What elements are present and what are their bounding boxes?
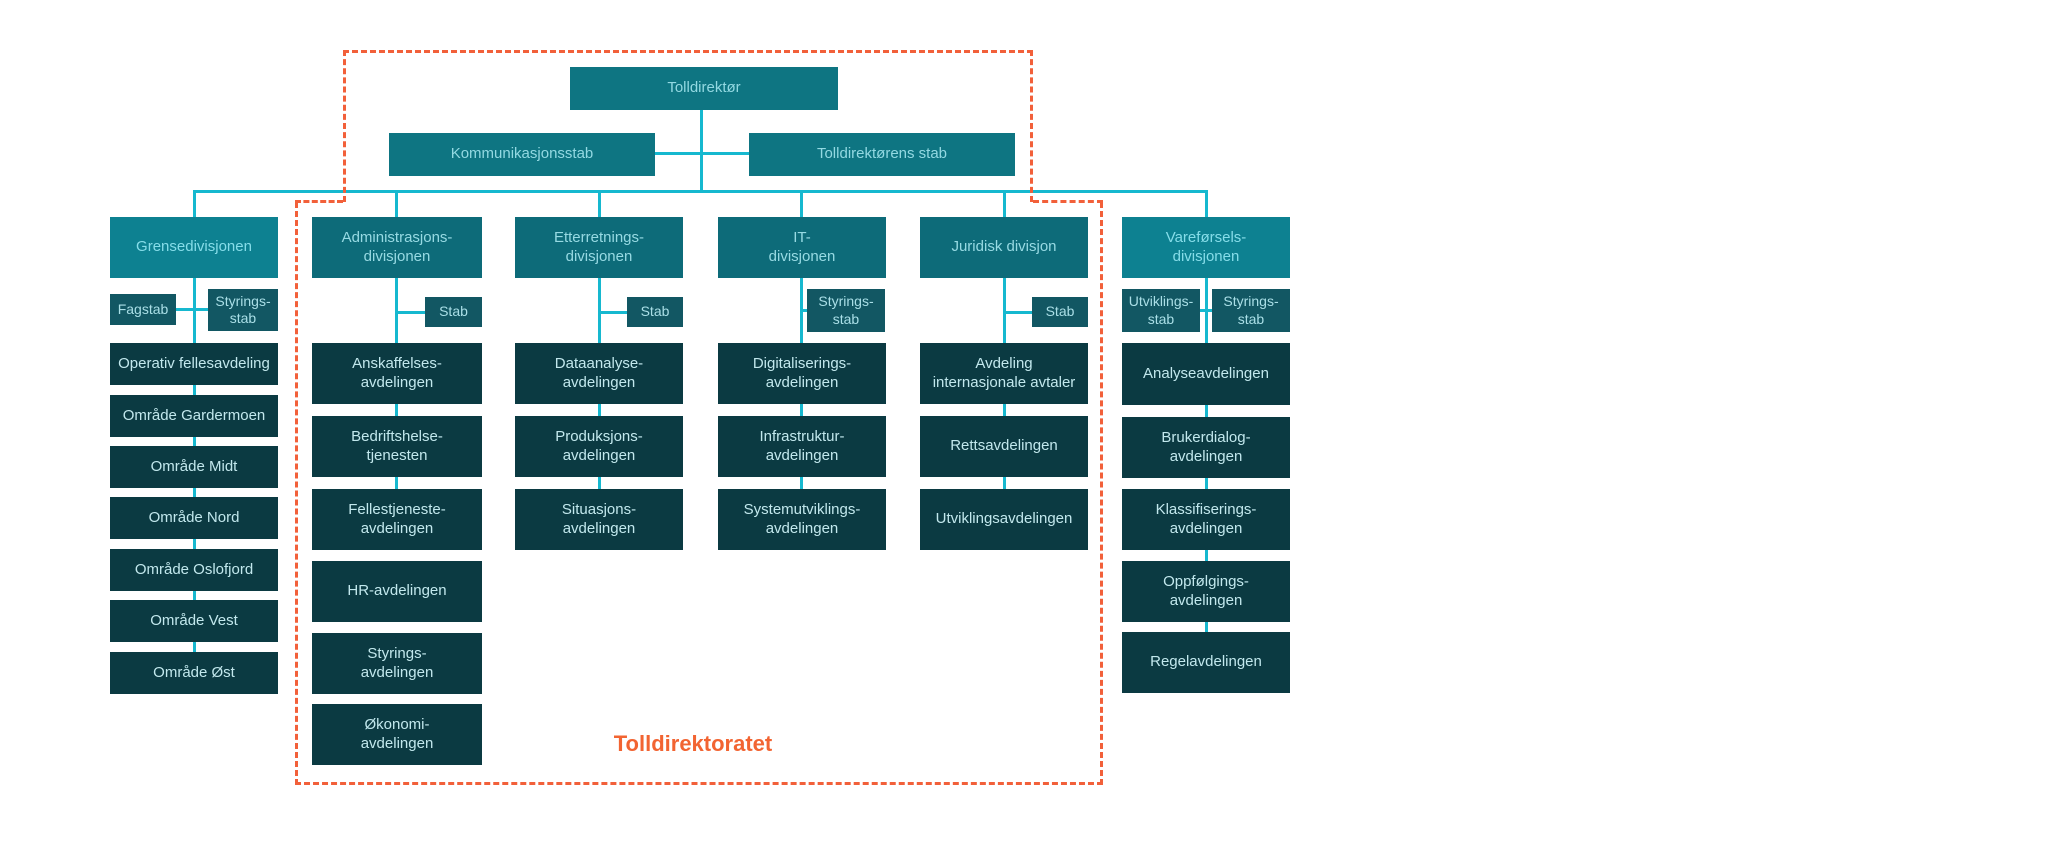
connector-drop-col1 — [193, 190, 196, 217]
node-okonomiavdelingen: Økonomi- avdelingen — [312, 704, 482, 765]
connector-drop-col5 — [1003, 190, 1006, 217]
node-brukerdialogavdelingen: Brukerdialog- avdelingen — [1122, 417, 1290, 478]
node-etterretningsdivisjonen: Etterretnings- divisjonen — [515, 217, 683, 278]
node-infrastrukturavdelingen: Infrastruktur- avdelingen — [718, 416, 886, 477]
node-vareforselsdivisjonen: Vareførsels- divisjonen — [1122, 217, 1290, 278]
tolldirektoratet-label: Tolldirektoratet — [613, 731, 773, 756]
boundary-main-rect — [295, 202, 1103, 785]
node-omrade-nord: Område Nord — [110, 497, 278, 539]
node-utviklingsstab-vareforsel: Utviklings- stab — [1122, 289, 1200, 332]
connector-director-vertical — [700, 110, 703, 190]
connector-drop-col3 — [598, 190, 601, 217]
node-omrade-gardermoen: Område Gardermoen — [110, 395, 278, 437]
node-tolldirektorens-stab: Tolldirektørens stab — [749, 133, 1015, 176]
node-stab-etterretning: Stab — [627, 297, 683, 327]
connector-stab-col2 — [398, 311, 425, 314]
node-regelavdelingen: Regelavdelingen — [1122, 632, 1290, 693]
node-rettsavdelingen: Rettsavdelingen — [920, 416, 1088, 477]
boundary-jog-right — [1033, 200, 1103, 203]
node-oppfolgingsavdelingen: Oppfølgings- avdelingen — [1122, 561, 1290, 622]
node-styringsstab-grense: Styrings- stab — [208, 289, 278, 331]
connector-stab-col4 — [803, 309, 807, 312]
node-tolldirektor: Tolldirektør — [570, 67, 838, 110]
node-juridisk-divisjon: Juridisk divisjon — [920, 217, 1088, 278]
connector-stab-col1 — [176, 308, 208, 311]
connector-stab-col3 — [601, 311, 627, 314]
node-analyseavdelingen: Analyseavdelingen — [1122, 343, 1290, 405]
node-styringsavdelingen: Styrings- avdelingen — [312, 633, 482, 694]
connector-stab-col5 — [1006, 311, 1032, 314]
node-produksjonsavdelingen: Produksjons- avdelingen — [515, 416, 683, 477]
node-fellestjenesteavdelingen: Fellestjeneste- avdelingen — [312, 489, 482, 550]
node-stab-administrasjon: Stab — [425, 297, 482, 327]
node-anskaffelsesavdelingen: Anskaffelses- avdelingen — [312, 343, 482, 404]
connector-top-stabs-horizontal — [655, 152, 749, 155]
node-klassifiseringsavdelingen: Klassifiserings- avdelingen — [1122, 489, 1290, 550]
node-operativ-fellesavdeling: Operativ fellesavdeling — [110, 343, 278, 385]
node-it-divisjonen: IT- divisjonen — [718, 217, 886, 278]
boundary-jog-left — [295, 200, 343, 203]
connector-drop-col6 — [1205, 190, 1208, 217]
node-bedriftshelsetjenesten: Bedriftshelse- tjenesten — [312, 416, 482, 477]
node-kommunikasjonsstab: Kommunikasjonsstab — [389, 133, 655, 176]
connector-drop-col4 — [800, 190, 803, 217]
node-dataanalyseavdelingen: Dataanalyse- avdelingen — [515, 343, 683, 404]
node-situasjonsavdelingen: Situasjons- avdelingen — [515, 489, 683, 550]
node-hr-avdelingen: HR-avdelingen — [312, 561, 482, 622]
boundary-top-rect — [343, 50, 1033, 202]
node-utviklingsavdelingen-juridisk: Utviklingsavdelingen — [920, 489, 1088, 550]
node-grensedivisjonen: Grensedivisjonen — [110, 217, 278, 278]
node-fagstab: Fagstab — [110, 294, 176, 325]
node-avdeling-internasjonale-avtaler: Avdeling internasjonale avtaler — [920, 343, 1088, 404]
node-styringsstab-it: Styrings- stab — [807, 289, 885, 332]
node-omrade-oslofjord: Område Oslofjord — [110, 549, 278, 591]
node-digitaliseringsavdelingen: Digitaliserings- avdelingen — [718, 343, 886, 404]
connector-trunk-horizontal — [193, 190, 1207, 193]
connector-drop-col2 — [395, 190, 398, 217]
node-systemutviklingsavdelingen: Systemutviklings- avdelingen — [718, 489, 886, 550]
node-omrade-midt: Område Midt — [110, 446, 278, 488]
node-stab-juridisk: Stab — [1032, 297, 1088, 327]
node-omrade-ost: Område Øst — [110, 652, 278, 694]
node-administrasjonsdivisjonen: Administrasjons- divisjonen — [312, 217, 482, 278]
node-styringsstab-vareforsel: Styrings- stab — [1212, 289, 1290, 332]
connector-stab-col6 — [1200, 309, 1212, 312]
node-omrade-vest: Område Vest — [110, 600, 278, 642]
